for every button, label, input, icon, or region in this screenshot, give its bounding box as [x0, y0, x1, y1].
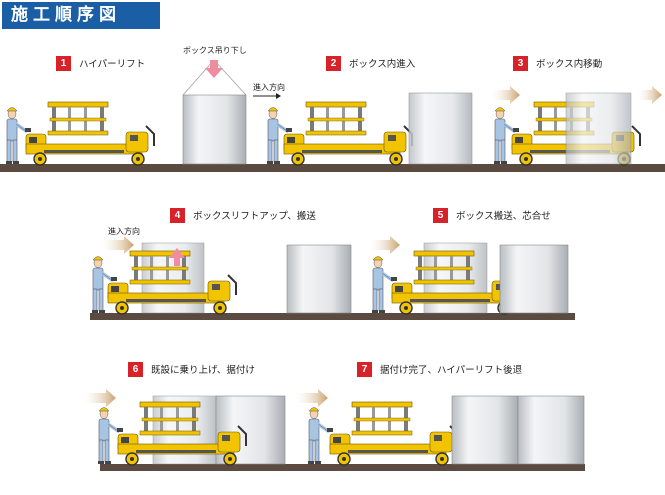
- box-culvert-2: [408, 92, 473, 165]
- ground-row-2: [90, 313, 575, 320]
- step-5-badge: 5: [433, 207, 448, 223]
- step-7-text: 据付け完了、ハイパーリフト後退: [380, 365, 523, 376]
- step-4-badge: 4: [170, 207, 185, 223]
- box-lowering-note: ボックス吊り下し: [183, 46, 247, 55]
- box-culvert-1: [182, 94, 247, 165]
- step-6-label: 6 既設に乗り上げ、据付け: [128, 361, 255, 377]
- up-arrow-icon: [169, 248, 185, 266]
- step-4-label: 4 ボックスリフトアップ、搬送: [170, 207, 316, 223]
- step-1-label: 1 ハイパーリフト: [56, 55, 145, 71]
- lift-machine-1: [25, 101, 155, 166]
- lift-machine-7: [329, 401, 459, 466]
- step-3-badge: 3: [513, 55, 528, 71]
- step-4-text: ボックスリフトアップ、搬送: [193, 211, 316, 222]
- box-culvert-7b: [517, 395, 585, 465]
- step-6-text: 既設に乗り上げ、据付け: [151, 365, 255, 376]
- ground-row-3: [100, 464, 585, 471]
- step-2-badge: 2: [326, 55, 341, 71]
- step-6-badge: 6: [128, 361, 143, 377]
- step-3-text: ボックス内移動: [536, 59, 603, 70]
- movement-arrow-4: [102, 236, 134, 254]
- step-5-label: 5 ボックス搬送、芯合せ: [433, 207, 551, 223]
- page-title: 施工順序図: [2, 2, 160, 29]
- step-2-text: ボックス内進入: [349, 59, 416, 70]
- box-culvert-7: [451, 395, 519, 465]
- down-arrow-icon: [205, 60, 223, 78]
- movement-arrow-7: [296, 389, 328, 407]
- movement-arrow-3b: [638, 86, 662, 104]
- direction-note-1: 進入方向: [253, 83, 285, 92]
- step-3-label: 3 ボックス内移動: [513, 55, 602, 71]
- step-1-badge: 1: [56, 55, 71, 71]
- step-2-label: 2 ボックス内進入: [326, 55, 415, 71]
- movement-arrow-6: [84, 389, 116, 407]
- step-7-label: 7 据付け完了、ハイパーリフト後退: [357, 361, 522, 377]
- direction-note-4: 進入方向: [108, 227, 140, 236]
- worker-figure-7: [306, 405, 335, 466]
- box-culvert-3: [565, 92, 632, 165]
- step-5-text: ボックス搬送、芯合せ: [456, 211, 551, 222]
- step-1-text: ハイパーリフト: [79, 59, 146, 70]
- lift-machine-2: [283, 101, 413, 166]
- ground-row-1: [0, 164, 665, 172]
- box-culvert-5b: [499, 244, 569, 314]
- movement-arrow-3: [492, 86, 520, 104]
- box-culvert-4b: [286, 244, 352, 314]
- step-7-badge: 7: [357, 361, 372, 377]
- movement-arrow-5: [370, 236, 400, 254]
- direction-arrowhead-1: [276, 93, 281, 99]
